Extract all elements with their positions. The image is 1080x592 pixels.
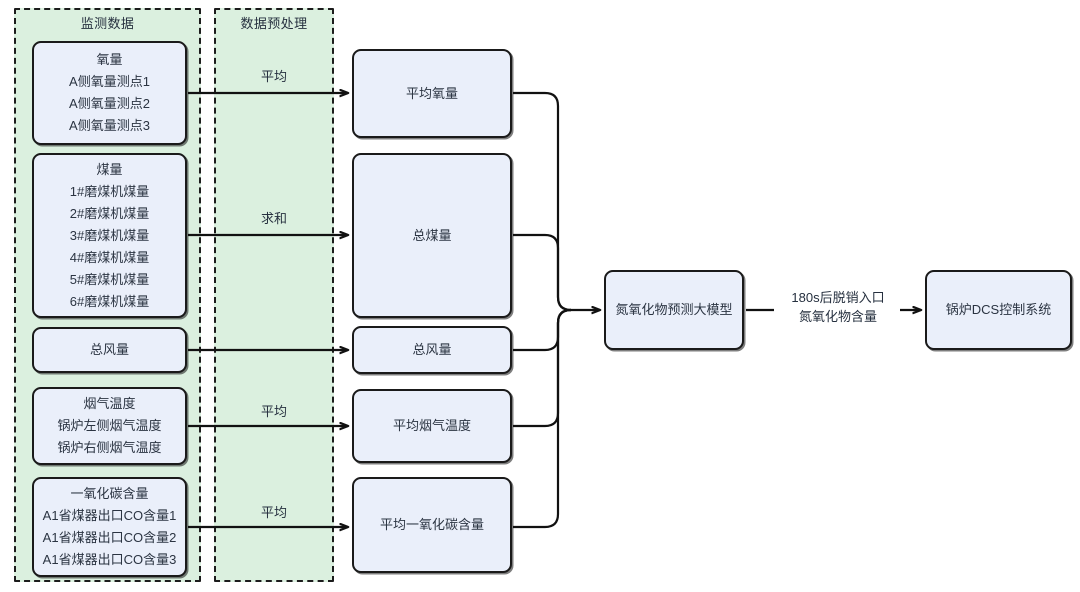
- edge-label-co-average: 平均: [260, 505, 287, 520]
- processed-node-average-oxygen[interactable]: 平均氧量: [352, 49, 512, 138]
- source-line: A1省煤器出口CO含量3: [42, 552, 177, 567]
- source-node-oxygen[interactable]: 氧量 A侧氧量测点1 A侧氧量测点2 A侧氧量测点3: [32, 41, 187, 145]
- processed-label: 总风量: [412, 342, 452, 357]
- source-node-coal[interactable]: 煤量 1#磨煤机煤量 2#磨煤机煤量 3#磨煤机煤量 4#磨煤机煤量 5#磨煤机…: [32, 153, 187, 318]
- processed-node-average-flue-gas-temperature[interactable]: 平均烟气温度: [352, 389, 512, 463]
- source-line: 3#磨煤机煤量: [69, 227, 150, 243]
- processed-node-total-air[interactable]: 总风量: [352, 326, 512, 374]
- edge-label-coal-sum: 求和: [260, 211, 287, 226]
- edge-label-model-output-line2: 氮氧化物含量: [798, 309, 877, 324]
- source-line: 锅炉右侧烟气温度: [57, 440, 162, 455]
- source-line: 4#磨煤机煤量: [69, 249, 150, 265]
- source-line: 6#磨煤机煤量: [69, 293, 150, 309]
- source-head: 一氧化碳含量: [70, 486, 149, 501]
- group-data-preprocessing: [214, 8, 334, 582]
- group-data-preprocessing-title: 数据预处理: [240, 16, 308, 31]
- source-line: 锅炉左侧烟气温度: [57, 418, 162, 433]
- source-head: 煤量: [96, 161, 123, 177]
- model-label: 氮氧化物预测大模型: [615, 302, 733, 317]
- source-head: 烟气温度: [83, 396, 136, 411]
- model-node-nox-prediction[interactable]: 氮氧化物预测大模型: [604, 270, 744, 350]
- source-line: A1省煤器出口CO含量1: [42, 508, 177, 523]
- source-node-co-content[interactable]: 一氧化碳含量 A1省煤器出口CO含量1 A1省煤器出口CO含量2 A1省煤器出口…: [32, 477, 187, 577]
- source-line: A侧氧量测点3: [69, 118, 150, 133]
- source-node-flue-gas-temperature[interactable]: 烟气温度 锅炉左侧烟气温度 锅炉右侧烟气温度: [32, 387, 187, 465]
- processed-label: 总煤量: [412, 227, 452, 243]
- edge-label-oxygen-average: 平均: [260, 69, 287, 84]
- source-head: 氧量: [96, 52, 123, 67]
- processed-node-total-coal[interactable]: 总煤量: [352, 153, 512, 318]
- source-line: 1#磨煤机煤量: [69, 183, 150, 199]
- edge-label-flue-gas-average: 平均: [260, 404, 287, 419]
- processed-node-average-co-content[interactable]: 平均一氧化碳含量: [352, 477, 512, 573]
- processed-label: 平均氧量: [405, 85, 458, 101]
- controller-label: 锅炉DCS控制系统: [945, 302, 1052, 317]
- source-line: 5#磨煤机煤量: [69, 271, 150, 287]
- source-head: 总风量: [89, 342, 129, 357]
- group-monitoring-data-title: 监测数据: [80, 16, 135, 31]
- edge-label-model-output-line1: 180s后脱销入口: [791, 290, 885, 305]
- processed-label: 平均烟气温度: [392, 418, 471, 433]
- source-line: A侧氧量测点2: [69, 96, 150, 111]
- source-line: 2#磨煤机煤量: [69, 205, 150, 221]
- source-line: A1省煤器出口CO含量2: [42, 530, 177, 545]
- processed-label: 平均一氧化碳含量: [379, 517, 484, 532]
- source-node-total-air[interactable]: 总风量: [32, 327, 187, 373]
- source-line: A侧氧量测点1: [69, 74, 150, 89]
- controller-node-boiler-dcs[interactable]: 锅炉DCS控制系统: [925, 270, 1072, 350]
- merge-bus-to-model: [513, 91, 600, 529]
